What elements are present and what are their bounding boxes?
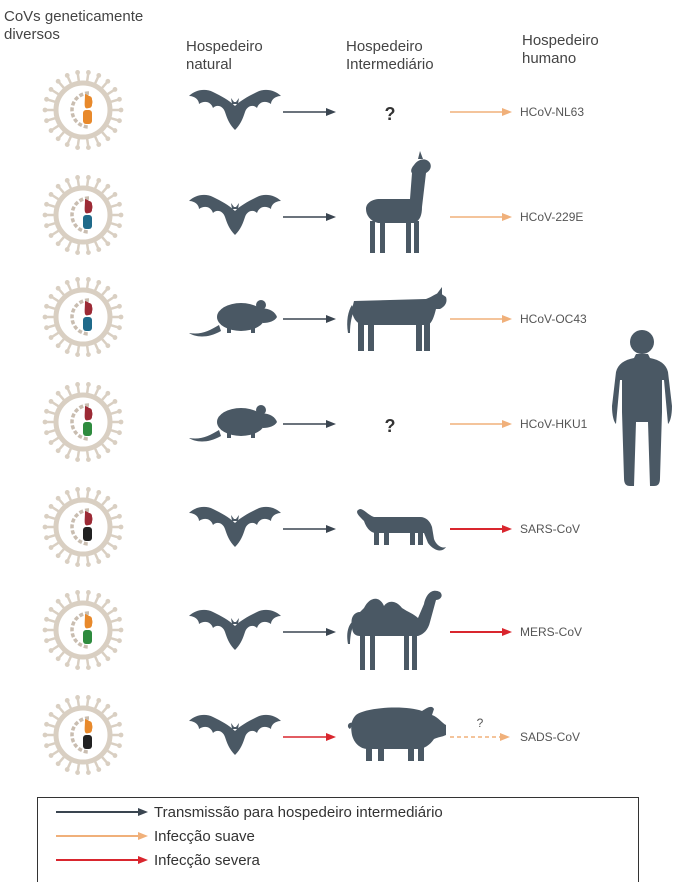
legend-label-severe: Infecção severa (154, 852, 260, 869)
bat-icon (189, 507, 281, 547)
transmission-arrow (283, 420, 336, 428)
transmission-arrow (283, 315, 336, 323)
legend: Transmissão para hospedeiro intermediári… (37, 797, 639, 882)
infection-arrow (450, 628, 512, 636)
virus-particle-icon (43, 277, 124, 357)
bat-icon (189, 715, 281, 755)
legend-label-mild: Infecção suave (154, 828, 255, 845)
rodent-icon (189, 405, 277, 442)
camel-icon (347, 591, 441, 670)
infection-arrow (450, 315, 512, 323)
virus-particle-icon (43, 590, 124, 670)
cow-icon (347, 287, 446, 351)
legend-arrow-severe (56, 854, 152, 868)
pig-icon (348, 707, 446, 761)
human-virus-label: SADS-CoV (520, 730, 580, 744)
host-row: MERS-CoV (43, 590, 582, 670)
host-row: HCoV-229E (43, 151, 584, 255)
infection-arrow (450, 213, 512, 221)
transmission-arrow (283, 213, 336, 221)
human-virus-label: MERS-CoV (520, 625, 582, 639)
transmission-arrow (283, 628, 336, 636)
bat-icon (189, 90, 281, 130)
human-virus-label: HCoV-229E (520, 210, 583, 224)
legend-label-transmission: Transmissão para hospedeiro intermediári… (154, 804, 443, 821)
bat-icon (189, 610, 281, 650)
human-virus-label: HCoV-NL63 (520, 105, 584, 119)
uncertain-transmission-label: ? (477, 716, 484, 730)
legend-item-severe: Infecção severa (56, 852, 616, 872)
transmission-arrow (283, 108, 336, 116)
infection-arrow (450, 108, 512, 116)
infection-arrow: ? (450, 716, 510, 741)
virus-particle-icon (43, 695, 124, 775)
unknown-intermediate-host: ? (385, 416, 396, 436)
bat-icon (189, 195, 281, 235)
host-row: ? HCoV-HKU1 (43, 382, 588, 462)
legend-item-transmission: Transmissão para hospedeiro intermediári… (56, 804, 616, 824)
virus-particle-icon (43, 487, 124, 567)
virus-particle-icon (43, 175, 124, 255)
human-virus-label: HCoV-OC43 (520, 312, 587, 326)
transmission-arrow (283, 733, 336, 741)
legend-arrow-mild (56, 830, 152, 844)
rodent-icon (189, 300, 277, 337)
human-virus-label: HCoV-HKU1 (520, 417, 588, 431)
host-row: ? SADS-CoV (43, 695, 580, 775)
host-row: SARS-CoV (43, 487, 580, 567)
infection-arrow (450, 525, 512, 533)
transmission-arrow (283, 525, 336, 533)
legend-arrow-dark (56, 806, 152, 820)
civet-icon (357, 509, 446, 550)
virus-particle-icon (43, 382, 124, 462)
legend-item-mild: Infecção suave (56, 828, 616, 848)
host-row: ? HCoV-NL63 (43, 70, 585, 150)
alpaca-icon (366, 151, 431, 253)
infection-arrow (450, 420, 512, 428)
human-icon (612, 330, 672, 486)
human-virus-label: SARS-CoV (520, 522, 580, 536)
host-row: HCoV-OC43 (43, 277, 587, 357)
unknown-intermediate-host: ? (385, 104, 396, 124)
virus-particle-icon (43, 70, 124, 150)
